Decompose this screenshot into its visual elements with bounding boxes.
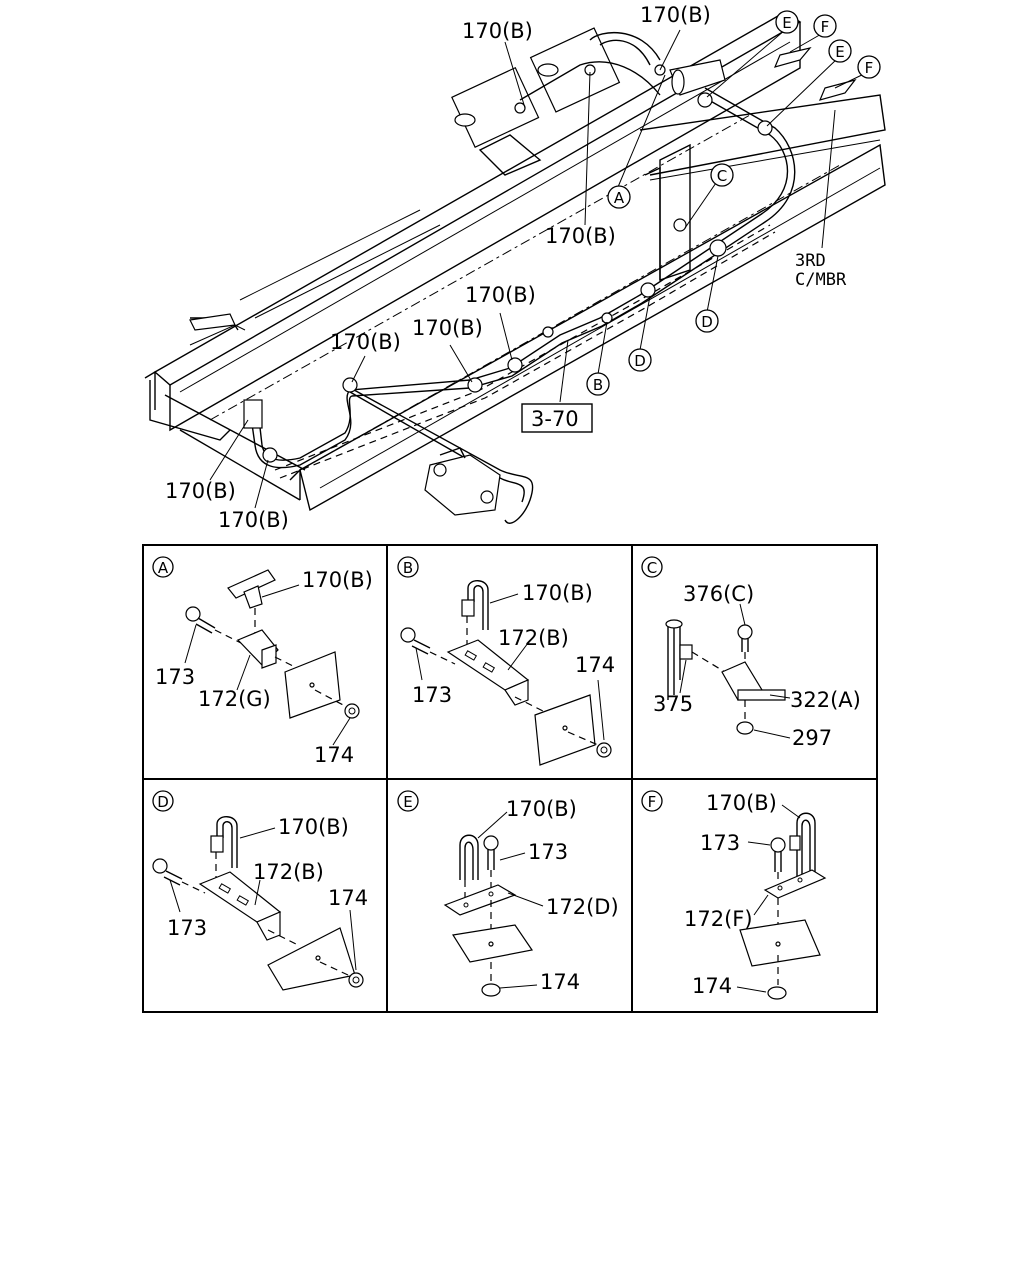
panel-a-id: A xyxy=(158,559,169,577)
callout-e: E xyxy=(828,39,852,63)
panel-c-label: 375 xyxy=(653,692,693,716)
svg-text:B: B xyxy=(593,376,603,394)
panel-a-label: 172(G) xyxy=(198,687,271,711)
panel-c-label: 376(C) xyxy=(683,582,754,606)
panel-e-label: 174 xyxy=(540,970,580,994)
leader-lines xyxy=(209,29,869,509)
chassis-drawing: 170(B) 170(B) 170(B) 170(B) 170(B) 170(B… xyxy=(144,3,886,532)
panel-e-id: E xyxy=(403,793,412,811)
panel-b-label: 170(B) xyxy=(522,581,593,605)
panel-d-id: D xyxy=(157,793,169,811)
detail-grid xyxy=(142,544,878,1013)
detail-panel-e: E 170(B) 173 172(D) 174 xyxy=(397,790,619,997)
panel-c-label: 322(A) xyxy=(790,688,861,712)
callout-d: D xyxy=(695,309,719,333)
panel-c-id: C xyxy=(647,559,657,577)
label-170b: 170(B) xyxy=(330,330,401,354)
panel-e-label: 172(D) xyxy=(546,895,619,919)
callout-a: A xyxy=(607,185,631,209)
label-170b: 170(B) xyxy=(412,316,483,340)
panel-d-label: 173 xyxy=(167,916,207,940)
panel-b-label: 172(B) xyxy=(498,626,569,650)
label-170b: 170(B) xyxy=(462,19,533,43)
panel-a-label: 174 xyxy=(314,743,354,767)
panel-d-label: 172(B) xyxy=(253,860,324,884)
detail-panel-c: C 376(C) 375 322(A) 297 xyxy=(641,556,861,750)
reference-box xyxy=(521,403,593,433)
panel-e-label: 170(B) xyxy=(506,797,577,821)
panel-b-label: 174 xyxy=(575,653,615,677)
label-170b: 170(B) xyxy=(545,224,616,248)
pipe-clips xyxy=(243,64,773,463)
panel-f-label: 174 xyxy=(692,974,732,998)
detail-panel-b: B 170(B) 172(B) 173 174 xyxy=(397,556,615,766)
reference-box-label: 3-70 xyxy=(531,407,579,431)
svg-text:D: D xyxy=(634,352,646,370)
svg-text:D: D xyxy=(701,313,713,331)
panel-a-label: 170(B) xyxy=(302,568,373,592)
panel-d-label: 174 xyxy=(328,886,368,910)
brake-chamber-assembly xyxy=(451,27,726,176)
label-c-mbr: C/MBR xyxy=(795,270,847,290)
svg-text:F: F xyxy=(821,18,830,36)
panel-a-label: 173 xyxy=(155,665,195,689)
callout-e: E xyxy=(775,10,799,34)
detail-panel-d: D 170(B) 172(B) 173 174 xyxy=(152,790,368,991)
panel-f-label: 172(F) xyxy=(684,907,753,931)
svg-text:E: E xyxy=(835,43,844,61)
detail-panel-f: F 170(B) 173 172(F) 174 xyxy=(641,790,827,1000)
label-3rd: 3RD xyxy=(795,251,826,271)
label-170b: 170(B) xyxy=(465,283,536,307)
front-bracket xyxy=(424,447,501,516)
callout-c: C xyxy=(710,163,734,187)
panel-f-label: 170(B) xyxy=(706,791,777,815)
callout-d: D xyxy=(628,348,652,372)
panel-b-id: B xyxy=(403,559,413,577)
svg-text:F: F xyxy=(865,59,874,77)
callout-b: B xyxy=(586,372,610,396)
svg-text:A: A xyxy=(614,189,625,207)
svg-text:C: C xyxy=(717,167,727,185)
panel-f-label: 173 xyxy=(700,831,740,855)
panel-b-label: 173 xyxy=(412,683,452,707)
callout-f: F xyxy=(813,14,837,38)
panel-e-label: 173 xyxy=(528,840,568,864)
callout-f: F xyxy=(857,55,881,79)
label-170b: 170(B) xyxy=(640,3,711,27)
label-170b: 170(B) xyxy=(218,508,289,532)
panel-c-label: 297 xyxy=(792,726,832,750)
label-170b: 170(B) xyxy=(165,479,236,503)
panel-f-id: F xyxy=(648,793,657,811)
svg-text:E: E xyxy=(782,14,791,32)
detail-panel-a: A 170(B) 173 172(G) 174 xyxy=(152,556,373,767)
panel-d-label: 170(B) xyxy=(278,815,349,839)
